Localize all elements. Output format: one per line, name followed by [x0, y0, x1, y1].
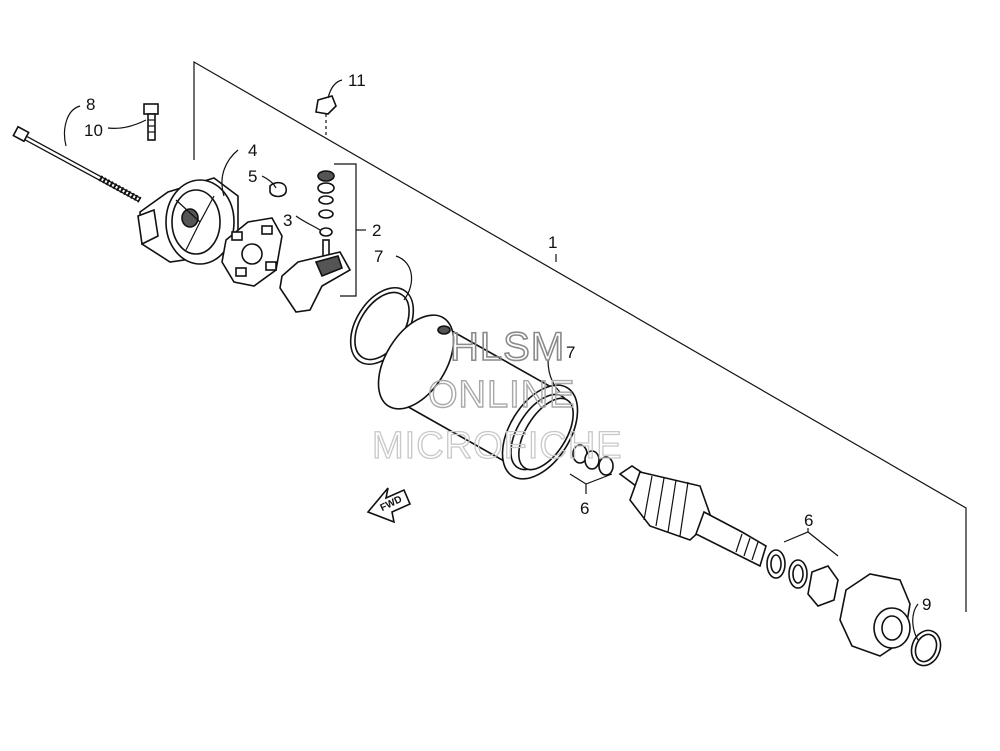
- o-ring-front-cover: [910, 629, 942, 667]
- callout-6-front: 6: [804, 511, 813, 530]
- hlsm-watermark: HLSM ONLINE MICROFICHE: [371, 324, 623, 467]
- fwd-direction-arrow: FWD: [366, 487, 412, 524]
- watermark-line-2: ONLINE: [428, 374, 575, 416]
- callout-8: 8: [86, 95, 95, 114]
- assembly-bracket-line: [193, 60, 967, 612]
- o-ring-front: [518, 397, 574, 471]
- shim-washers-rear: [569, 444, 614, 494]
- callout-6-rear: 6: [580, 499, 589, 518]
- shim-washers-front: [766, 528, 839, 607]
- callout-4: 4: [248, 141, 257, 160]
- callout-7-rear: 7: [374, 247, 383, 266]
- brush-plate: [221, 217, 283, 287]
- callout-5: 5: [248, 167, 257, 186]
- callout-labels: 1 2 3 4 5 6 6 7 7 8 9 10 11: [84, 71, 931, 614]
- callout-2: 2: [372, 221, 381, 240]
- front-end-cover: [839, 573, 911, 657]
- callout-7-front: 7: [566, 343, 575, 362]
- armature: [618, 465, 767, 568]
- watermark-line-3: MICROFICHE: [372, 425, 623, 467]
- mounting-bolt: [143, 103, 159, 141]
- watermark-line-1: HLSM: [450, 325, 565, 369]
- callout-1: 1: [548, 233, 557, 252]
- callout-10: 10: [84, 121, 103, 140]
- callout-11: 11: [348, 71, 366, 90]
- through-bolt: [12, 125, 142, 203]
- callout-3: 3: [283, 211, 292, 230]
- group-bracket-2: [334, 163, 366, 297]
- brush-spring-clip: [269, 181, 287, 198]
- callout-9: 9: [922, 595, 931, 614]
- terminal-stud-stack: [279, 95, 352, 313]
- leader-lines: [63, 79, 919, 641]
